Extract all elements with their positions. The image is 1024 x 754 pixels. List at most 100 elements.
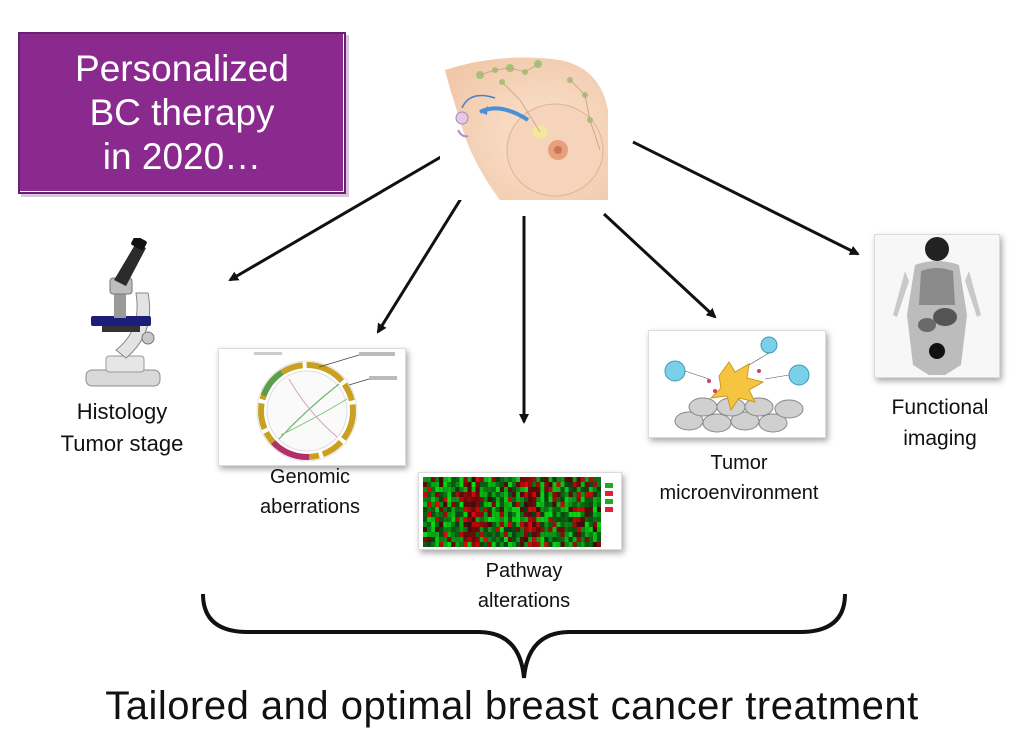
- heatmap-cell: [580, 522, 585, 527]
- microenvironment-label-line-1: Tumor: [710, 452, 768, 474]
- title-line-1: Personalized: [75, 48, 289, 89]
- heatmap-cell: [548, 482, 553, 487]
- heatmap-cell: [548, 527, 553, 532]
- heatmap-cell: [443, 492, 448, 497]
- heatmap-cell: [503, 522, 508, 527]
- heatmap-cell: [552, 497, 557, 502]
- heatmap-cell: [516, 487, 521, 492]
- heatmap-cell: [564, 507, 569, 512]
- heatmap-cell: [487, 542, 492, 547]
- heatmap-cell: [439, 477, 444, 482]
- heatmap-cell: [455, 477, 460, 482]
- heatmap-cell: [536, 482, 541, 487]
- heatmap-cell: [499, 487, 504, 492]
- heatmap-cell: [576, 492, 581, 497]
- heatmap-cell: [475, 512, 480, 517]
- heatmap-cell: [592, 487, 597, 492]
- heatmap-cell: [592, 522, 597, 527]
- heatmap-cell: [520, 522, 525, 527]
- heatmap-cell: [560, 542, 565, 547]
- heatmap-cell: [572, 542, 577, 547]
- heatmap-cell: [439, 512, 444, 517]
- heatmap-cell: [588, 482, 593, 487]
- heatmap-cell: [548, 532, 553, 537]
- heatmap-cell: [495, 487, 500, 492]
- heatmap-cell: [455, 537, 460, 542]
- heatmap-cell: [507, 502, 512, 507]
- heatmap-cell: [584, 507, 589, 512]
- heatmap-cell: [556, 502, 561, 507]
- heatmap-cell: [439, 517, 444, 522]
- heatmap-cell: [544, 542, 549, 547]
- heatmap-cell: [455, 497, 460, 502]
- heatmap-cell: [467, 502, 472, 507]
- heatmap-cell: [572, 507, 577, 512]
- heatmap-cell: [568, 492, 573, 497]
- heatmap-cell: [427, 532, 432, 537]
- heatmap-cell: [544, 487, 549, 492]
- heatmap-cell: [483, 542, 488, 547]
- heatmap-cell: [568, 502, 573, 507]
- heatmap-cell: [512, 477, 517, 482]
- heatmap-cell: [584, 517, 589, 522]
- heatmap-cell: [568, 497, 573, 502]
- heatmap-cell: [580, 512, 585, 517]
- heatmap-cell: [532, 527, 537, 532]
- heatmap-cell: [544, 492, 549, 497]
- heatmap-cell: [435, 527, 440, 532]
- heatmap-cell: [423, 527, 428, 532]
- heatmap-cell: [451, 512, 456, 517]
- heatmap-cell: [463, 487, 468, 492]
- heatmap-cell: [479, 497, 484, 502]
- heatmap-cell: [548, 522, 553, 527]
- heatmap-cell: [495, 512, 500, 517]
- heatmap-cell: [584, 542, 589, 547]
- heatmap-cell: [576, 512, 581, 517]
- heatmap-cell: [576, 487, 581, 492]
- heatmap-cell: [552, 527, 557, 532]
- heatmap-cell: [507, 542, 512, 547]
- heatmap-cell: [540, 517, 545, 522]
- heatmap-cell: [451, 542, 456, 547]
- heatmap-cell: [447, 502, 452, 507]
- heatmap-cell: [576, 527, 581, 532]
- heatmap-cell: [447, 487, 452, 492]
- heatmap-cell: [495, 497, 500, 502]
- heatmap-cell: [544, 502, 549, 507]
- heatmap-cell: [540, 532, 545, 537]
- heatmap-cell: [475, 522, 480, 527]
- heatmap-cell: [572, 502, 577, 507]
- heatmap-cell: [479, 477, 484, 482]
- heatmap-cell: [491, 507, 496, 512]
- heatmap-cell: [491, 492, 496, 497]
- heatmap-cell: [528, 532, 533, 537]
- heatmap-cell: [439, 537, 444, 542]
- heatmap-cell: [540, 542, 545, 547]
- heatmap-cell: [528, 502, 533, 507]
- heatmap-cell: [592, 492, 597, 497]
- heatmap-cell: [451, 497, 456, 502]
- heatmap-cell: [576, 522, 581, 527]
- heatmap-legend-swatch: [605, 507, 613, 512]
- heatmap-cell: [516, 517, 521, 522]
- heatmap-cell: [520, 537, 525, 542]
- heatmap-cell: [528, 542, 533, 547]
- heatmap-cell: [576, 497, 581, 502]
- heatmap-cell: [503, 492, 508, 497]
- heatmap-cell: [455, 512, 460, 517]
- heatmap-cell: [576, 537, 581, 542]
- heatmap-cell: [564, 492, 569, 497]
- heatmap-cell: [495, 537, 500, 542]
- heatmap-cell: [455, 507, 460, 512]
- heatmap-cell: [439, 497, 444, 502]
- heatmap-cell: [596, 507, 601, 512]
- heatmap-cell: [576, 502, 581, 507]
- heatmap-cell: [572, 497, 577, 502]
- microscope-icon: [76, 236, 168, 390]
- heatmap-cell: [580, 502, 585, 507]
- heatmap-cell: [564, 497, 569, 502]
- heatmap-cell: [560, 517, 565, 522]
- heatmap-cell: [548, 492, 553, 497]
- heatmap-cell: [455, 502, 460, 507]
- heatmap-cell: [439, 532, 444, 537]
